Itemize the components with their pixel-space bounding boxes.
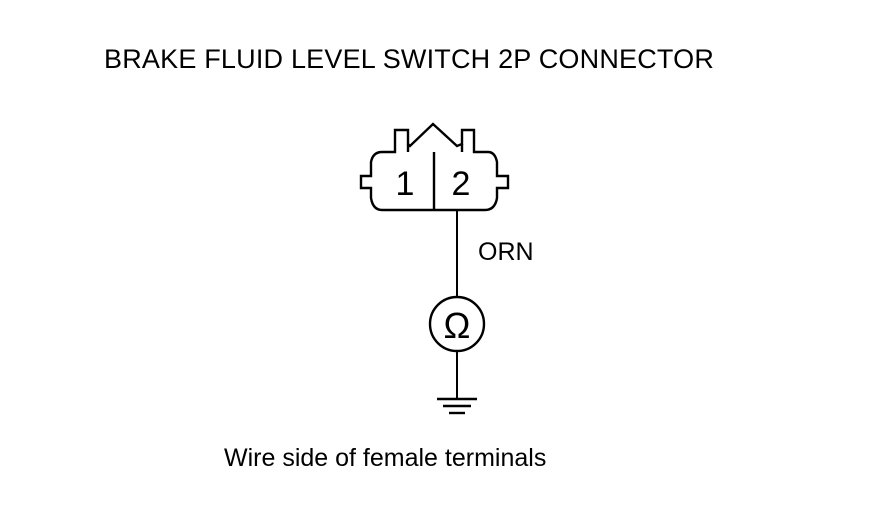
- ohmmeter-icon: Ω: [428, 295, 486, 353]
- terminal-1-label: 1: [396, 165, 415, 203]
- terminal-2-label: 2: [452, 165, 471, 203]
- ground-icon: [437, 397, 477, 415]
- diagram-title: BRAKE FLUID LEVEL SWITCH 2P CONNECTOR: [104, 44, 715, 74]
- wire-color-label: ORN: [478, 238, 534, 266]
- diagram-caption: Wire side of female terminals: [224, 444, 547, 472]
- connector-icon: [359, 122, 510, 212]
- ohm-symbol: Ω: [444, 305, 471, 346]
